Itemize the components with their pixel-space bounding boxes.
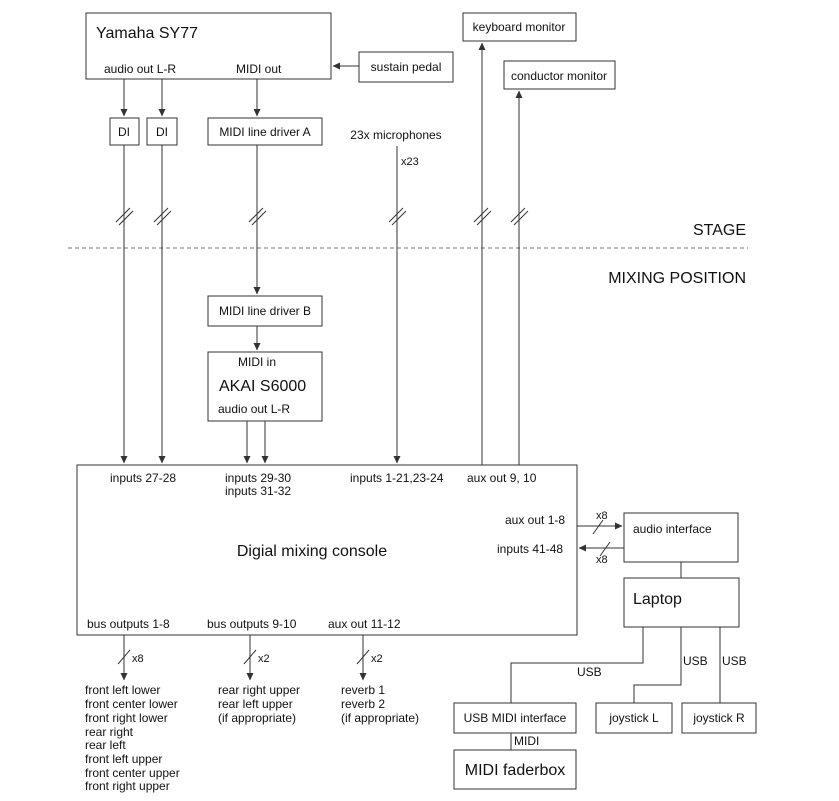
- keyboard-monitor-label: keyboard monitor: [473, 20, 566, 34]
- bus-1-8-output-item: rear right: [85, 725, 134, 739]
- yamaha-sy77-box: [85, 12, 332, 80]
- stage-label: STAGE: [693, 222, 746, 239]
- joystick-l-box: [595, 702, 673, 734]
- bus-1-8-output-item: front right upper: [85, 779, 170, 793]
- usb-midi-interface-box: [453, 702, 577, 734]
- bus-9-10-count: x2: [258, 653, 270, 665]
- bus-1-8-output-item: front left lower: [85, 683, 160, 697]
- synth-audio-out-label: audio out L-R: [104, 62, 176, 76]
- bus-1-8-count: x8: [132, 653, 144, 665]
- aux-11-12-output-item: reverb 2: [341, 697, 385, 711]
- bus-9-10-output-item: rear right upper: [218, 683, 300, 697]
- bus-1-8-output-list: front left lower front center lower fron…: [85, 683, 183, 793]
- bus-9-10-output-list: rear right upper rear left upper (if app…: [218, 683, 303, 725]
- microphones-label: 23x microphones: [350, 128, 441, 142]
- console-inputs-31-32: inputs 31-32: [225, 484, 291, 498]
- console-bus-outputs-9-10: bus outputs 9-10: [207, 617, 297, 631]
- synth-midi-out-label: MIDI out: [236, 62, 282, 76]
- bus-1-8-output-item: front right lower: [85, 711, 168, 725]
- bus-9-10-output-item: rear left upper: [218, 697, 293, 711]
- midi-faderbox-label: MIDI faderbox: [465, 762, 565, 779]
- di-right-label: DI: [156, 125, 168, 139]
- mixing-position-label: MIXING POSITION: [608, 270, 746, 287]
- audio-interface-box: [623, 512, 739, 563]
- usb-label-midi-interface: USB: [577, 665, 602, 679]
- audio-interface-label: audio interface: [633, 522, 712, 536]
- aux-11-12-output-item: (if appropriate): [341, 711, 419, 725]
- bus-1-8-output-item: front center upper: [85, 766, 180, 780]
- usb-label-joystick-r: USB: [722, 654, 747, 668]
- laptop-label: Laptop: [633, 591, 682, 608]
- midi-line-driver-b-label: MIDI line driver B: [219, 304, 311, 318]
- joystick-r-label: joystick R: [692, 711, 745, 725]
- console-inputs-29-30: inputs 29-30: [225, 471, 291, 485]
- audio-in-count: x8: [596, 554, 608, 566]
- cable-slash-marks: [115, 207, 529, 226]
- laptop-to-joystick-l-line: [633, 627, 682, 703]
- midi-connection-label: MIDI: [514, 734, 539, 748]
- microphones-count: x23: [401, 156, 419, 168]
- console-title: Digial mixing console: [237, 543, 387, 560]
- bus-9-10-output-item: (if appropriate): [218, 711, 296, 725]
- console-aux-out-11-12: aux out 11-12: [328, 617, 401, 631]
- di-box-right: [146, 117, 178, 146]
- mixing-console-box: [76, 464, 578, 636]
- bus-1-8-output-item: rear left: [85, 738, 126, 752]
- console-aux-out-1-8: aux out 1-8: [505, 513, 565, 527]
- aux-11-12-slash: [356, 649, 370, 665]
- joystick-r-box: [681, 702, 757, 734]
- audio-interface-slash-bottom: [599, 541, 611, 557]
- laptop-box: [623, 577, 740, 628]
- bus-1-8-output-item: front left upper: [85, 752, 162, 766]
- aux-11-12-output-item: reverb 1: [341, 683, 385, 697]
- console-inputs-27-28: inputs 27-28: [110, 471, 176, 485]
- console-aux-out-9-10: aux out 9, 10: [467, 471, 537, 485]
- aux-11-12-output-list: reverb 1 reverb 2 (if appropriate): [341, 683, 419, 725]
- joystick-l-label: joystick L: [608, 711, 659, 725]
- audio-interface-slash-top: [592, 519, 604, 535]
- usb-midi-interface-label: USB MIDI interface: [464, 711, 567, 725]
- keyboard-monitor-box: [462, 12, 577, 42]
- akai-audio-out-label: audio out L-R: [218, 402, 290, 416]
- bus-1-8-output-item: front center lower: [85, 697, 178, 711]
- aux-11-12-count: x2: [371, 653, 383, 665]
- laptop-to-usb-midi-line: [510, 627, 644, 703]
- midi-line-driver-b-box: [207, 295, 323, 327]
- sustain-pedal-label: sustain pedal: [371, 60, 442, 74]
- conductor-monitor-label: conductor monitor: [511, 69, 607, 83]
- bus-1-8-slash: [117, 649, 131, 665]
- console-inputs-1-24: inputs 1-21,23-24: [350, 471, 444, 485]
- di-left-label: DI: [118, 125, 130, 139]
- akai-midi-in-label: MIDI in: [238, 355, 276, 369]
- midi-line-driver-a-label: MIDI line driver A: [219, 125, 310, 139]
- audio-out-count: x8: [596, 510, 608, 522]
- console-bus-outputs-1-8: bus outputs 1-8: [87, 617, 170, 631]
- console-inputs-41-48: inputs 41-48: [497, 542, 563, 556]
- midi-line-driver-a-box: [207, 117, 323, 146]
- yamaha-sy77-title: Yamaha SY77: [96, 25, 198, 42]
- bus-9-10-slash: [243, 649, 257, 665]
- akai-s6000-title: AKAI S6000: [219, 378, 306, 395]
- usb-label-joystick-l: USB: [683, 654, 708, 668]
- conductor-monitor-box: [503, 60, 616, 90]
- midi-faderbox-box: [453, 749, 577, 790]
- sustain-pedal-box: [358, 51, 454, 83]
